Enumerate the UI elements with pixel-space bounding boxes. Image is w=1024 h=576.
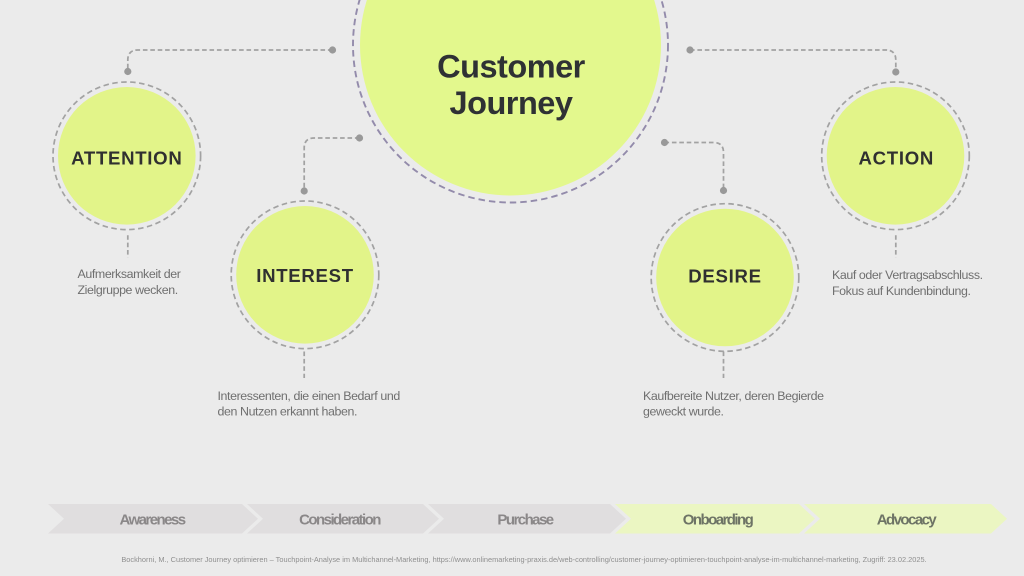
svg-text:Interessenten, die einen Bedar: Interessenten, die einen Bedarf und <box>218 389 401 403</box>
svg-text:Journey: Journey <box>450 85 573 121</box>
svg-text:geweckt wurde.: geweckt wurde. <box>643 405 724 419</box>
svg-text:INTEREST: INTEREST <box>256 265 354 286</box>
svg-text:den Nutzen erkannt haben.: den Nutzen erkannt haben. <box>218 405 358 419</box>
svg-text:Onboarding: Onboarding <box>683 512 754 529</box>
svg-text:Kaufbereite Nutzer, deren Begi: Kaufbereite Nutzer, deren Begierde <box>643 389 824 403</box>
svg-text:Purchase: Purchase <box>497 512 553 529</box>
svg-text:Advocacy: Advocacy <box>877 512 938 529</box>
svg-text:ACTION: ACTION <box>859 147 934 168</box>
svg-text:Fokus auf Kundenbindung.: Fokus auf Kundenbindung. <box>832 284 971 298</box>
svg-text:ATTENTION: ATTENTION <box>71 147 182 168</box>
svg-text:Zielgruppe wecken.: Zielgruppe wecken. <box>78 283 178 297</box>
svg-text:Kauf oder Vertragsabschluss.: Kauf oder Vertragsabschluss. <box>832 268 983 282</box>
svg-text:Bockhorni, M., Customer Journe: Bockhorni, M., Customer Journey optimier… <box>121 555 926 564</box>
svg-text:Consideration: Consideration <box>299 512 381 529</box>
svg-text:Aufmerksamkeit der: Aufmerksamkeit der <box>78 267 181 281</box>
svg-text:Customer: Customer <box>437 49 586 85</box>
svg-text:Awareness: Awareness <box>120 512 186 529</box>
svg-text:DESIRE: DESIRE <box>688 265 761 286</box>
